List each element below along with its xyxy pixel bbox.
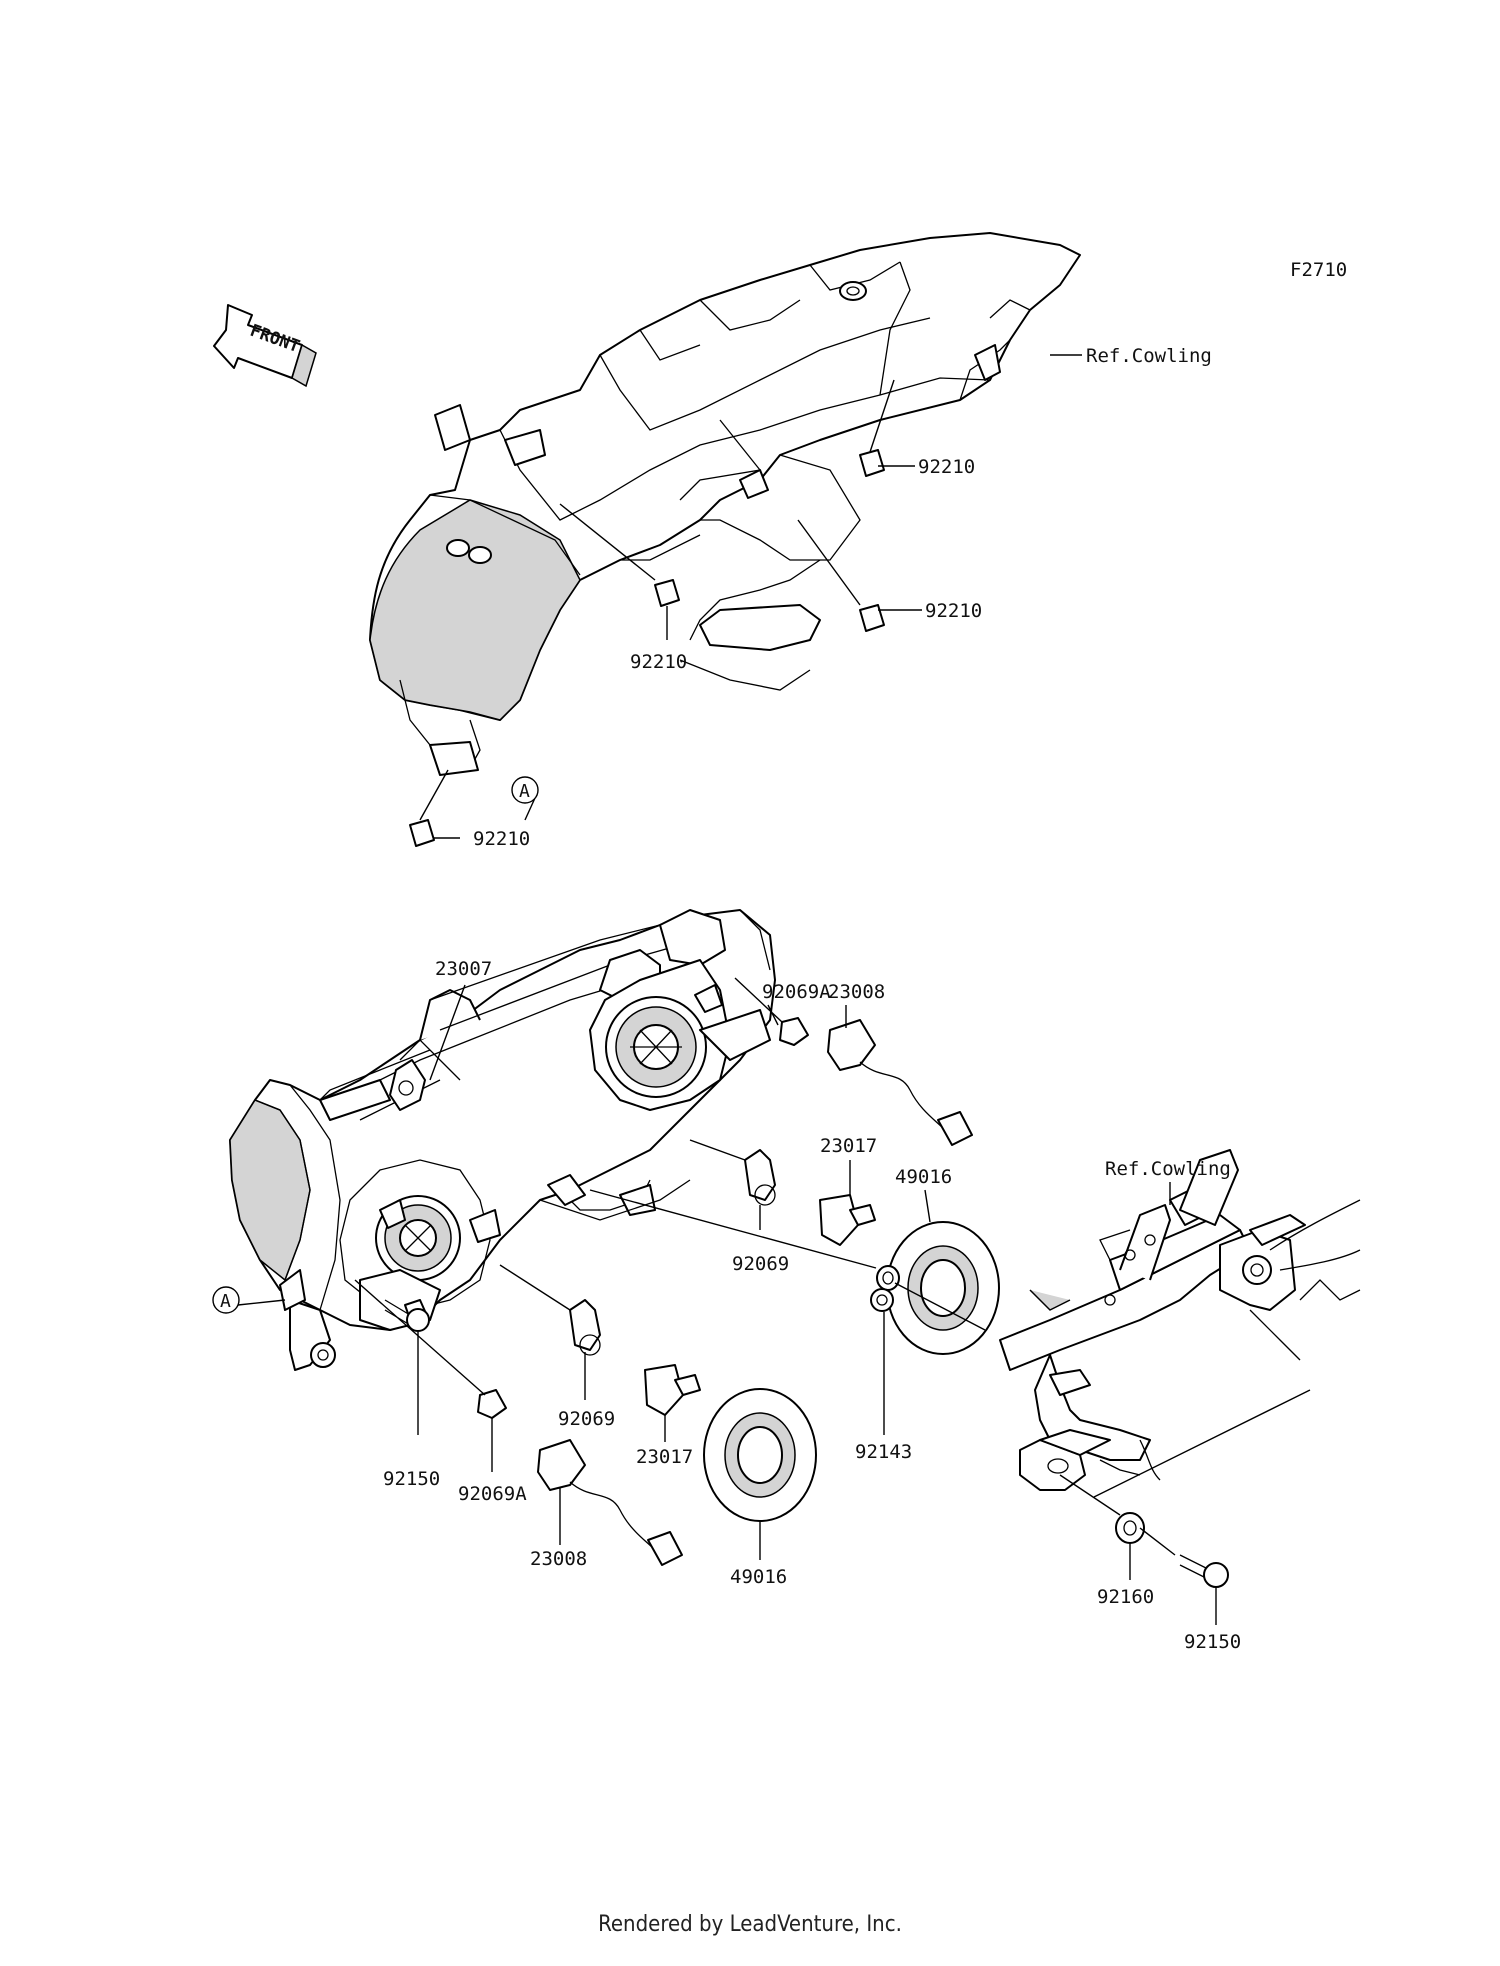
inner-cowling-panel — [369, 232, 1081, 776]
bolt-92150-icon — [384, 1299, 1229, 1588]
diagram-code: F2710 — [1290, 259, 1347, 281]
bulb-92069a-icon — [477, 1017, 809, 1419]
callout-92069a: 92069A — [762, 981, 831, 1003]
socket-23008-icon — [537, 1019, 973, 1566]
svg-text:A: A — [519, 781, 530, 802]
callout-92069: 92069 — [732, 1253, 789, 1275]
callout-92210: 92210 — [630, 651, 687, 673]
callout-92210: 92210 — [473, 828, 530, 850]
callout-92160: 92160 — [1097, 1586, 1154, 1608]
boot-49016-icon — [703, 1221, 1000, 1522]
grommet-92143-icon — [870, 1265, 900, 1312]
callout-92150: 92150 — [383, 1468, 440, 1490]
marker-a-top: A — [511, 776, 539, 804]
callout-49016: 49016 — [730, 1566, 787, 1588]
callout-92210: 92210 — [918, 456, 975, 478]
callout-23017: 23017 — [636, 1446, 693, 1468]
svg-text:A: A — [220, 1291, 231, 1312]
callout-92150: 92150 — [1184, 1631, 1241, 1653]
callout-23017: 23017 — [820, 1135, 877, 1157]
collar-92160-icon — [1115, 1512, 1145, 1544]
front-arrow-icon: FRONT — [213, 304, 317, 388]
callout-49016: 49016 — [895, 1166, 952, 1188]
callout-92143: 92143 — [855, 1441, 912, 1463]
leader-lines — [237, 354, 1311, 1625]
headlight-assembly — [229, 909, 776, 1371]
clip-92210-icon — [409, 449, 885, 847]
callout-23008: 23008 — [828, 981, 885, 1003]
callout-ref-cowling-top: Ref.Cowling — [1086, 345, 1212, 367]
cap-23017-icon — [644, 1194, 876, 1416]
callout-92069a: 92069A — [458, 1483, 527, 1505]
headlight-bracket — [999, 1149, 1361, 1491]
bulb-92069-icon — [569, 1149, 776, 1356]
callout-92210: 92210 — [925, 600, 982, 622]
marker-a-bottom: A — [212, 1286, 240, 1314]
callout-ref-cowling-bracket: Ref.Cowling — [1105, 1158, 1231, 1180]
callout-23008: 23008 — [530, 1548, 587, 1570]
callout-23007: 23007 — [435, 958, 492, 980]
callout-92069: 92069 — [558, 1408, 615, 1430]
footer-credit: Rendered by LeadVenture, Inc. — [598, 1912, 902, 1937]
